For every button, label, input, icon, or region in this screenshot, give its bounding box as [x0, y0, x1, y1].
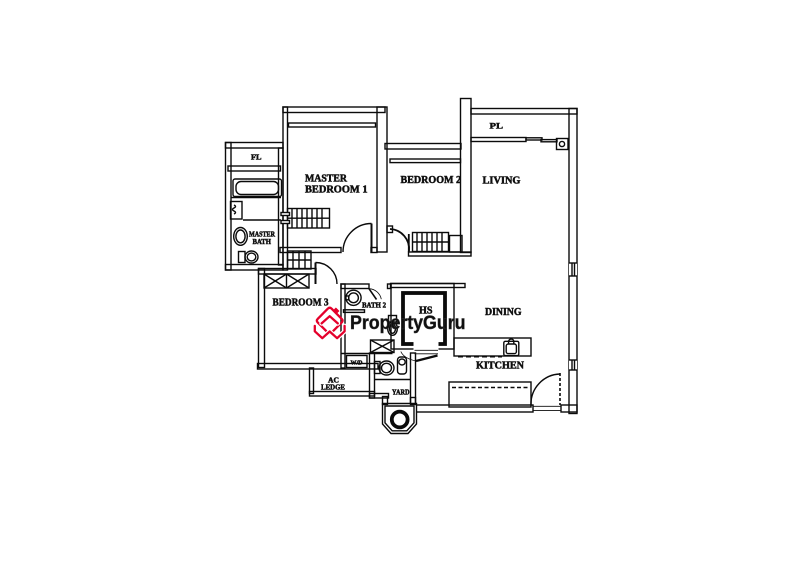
svg-text:MASTER: MASTER — [249, 231, 276, 239]
svg-text:LIVING: LIVING — [483, 176, 521, 187]
svg-text:DINING: DINING — [485, 307, 522, 318]
svg-text:AC: AC — [328, 377, 339, 385]
svg-text:MASTER: MASTER — [305, 174, 348, 185]
svg-text:KITCHEN: KITCHEN — [476, 361, 525, 372]
svg-text:YARD: YARD — [392, 389, 410, 397]
svg-text:PropertyGuru: PropertyGuru — [350, 313, 466, 334]
svg-text:LEDGE: LEDGE — [321, 384, 345, 392]
svg-text:BATH: BATH — [253, 238, 272, 246]
svg-text:BEDROOM 2: BEDROOM 2 — [401, 175, 462, 186]
svg-text:W/D: W/D — [351, 361, 364, 367]
svg-text:BATH 2: BATH 2 — [362, 302, 386, 310]
svg-text:BEDROOM 1: BEDROOM 1 — [305, 185, 368, 196]
svg-text:FL: FL — [251, 154, 262, 162]
svg-text:PL: PL — [490, 121, 504, 131]
svg-text:HS: HS — [419, 306, 433, 317]
svg-text:BEDROOM 3: BEDROOM 3 — [273, 298, 329, 309]
